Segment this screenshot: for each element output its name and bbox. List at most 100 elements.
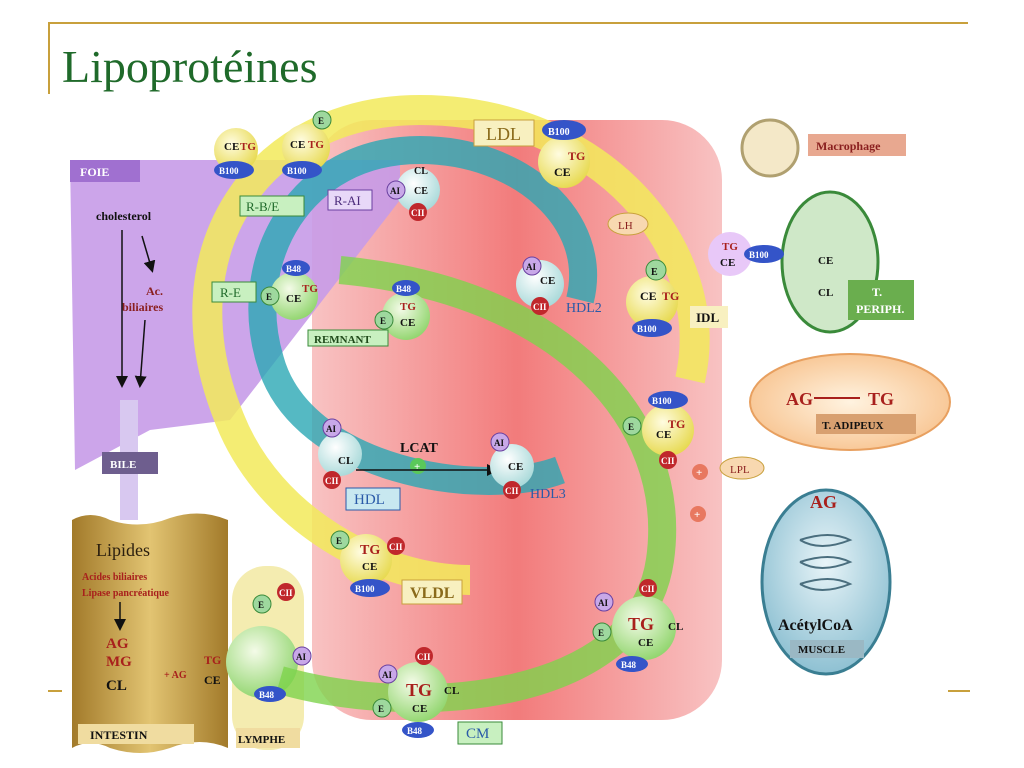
muscle: AG AcétylCoA MUSCLE xyxy=(760,488,892,676)
hdl-cii: CII xyxy=(325,476,339,486)
remnant-cm-e: E xyxy=(266,292,272,302)
vldl-ce: CE xyxy=(362,561,377,573)
lpl-enzyme: LPL + + xyxy=(690,456,765,522)
foie-label: FOIE xyxy=(80,165,109,179)
remnant-cm-ce: CE xyxy=(286,293,301,305)
vldl-new-ce: CE xyxy=(656,429,671,441)
hdl2-ai: AI xyxy=(526,262,536,272)
liver-p1-tg: TG xyxy=(240,141,256,153)
intestin-tg-label: TG xyxy=(204,653,221,667)
ldl-b100: B100 xyxy=(548,127,570,138)
ac-biliaires-label-1: Ac. xyxy=(146,284,163,298)
liver-p2-e: E xyxy=(318,116,324,126)
cm-right-ce: CE xyxy=(638,637,653,649)
remnant-cm-particle: E CE TG B48 xyxy=(260,260,318,320)
cm-label: CM xyxy=(466,726,489,742)
lcat: LCAT + xyxy=(356,441,499,476)
liver-p2-b100: B100 xyxy=(287,166,307,176)
idl-e: E xyxy=(651,267,658,278)
slide-title: Lipoprotéines xyxy=(62,41,318,92)
liver-particle-1: CE TG B100 xyxy=(214,128,258,179)
lh-label: LH xyxy=(618,220,633,232)
t-periph: T. PERIPH. xyxy=(780,190,914,334)
cm-right-ai: AI xyxy=(598,598,608,608)
periph-ldl-tg: TG xyxy=(722,241,738,253)
acides-biliaires-label: Acides biliaires xyxy=(82,572,147,583)
vldl-new-b100: B100 xyxy=(652,396,672,406)
ldl-tg: TG xyxy=(568,149,585,163)
periph-ldl-b100: B100 xyxy=(749,250,769,260)
idl-ce: CE xyxy=(640,289,657,303)
lymph-cii: CII xyxy=(279,588,293,598)
liver-p2-tg: TG xyxy=(308,139,324,151)
vldl-new-particle: B100 E CE TG CII xyxy=(622,391,694,469)
vldl-e: E xyxy=(336,536,342,546)
vldl-tg: TG xyxy=(360,543,380,558)
lipides-label: Lipides xyxy=(96,540,150,560)
lpl-plus-1: + xyxy=(696,467,702,479)
periph-ldl-particle: TG CE B100 CE CL xyxy=(708,232,833,299)
lymph-e: E xyxy=(258,600,264,610)
adipeux-cloud: AG TG T. ADIPEUX xyxy=(749,353,951,451)
cm-ce: CE xyxy=(412,703,427,715)
title-rule xyxy=(48,22,968,24)
bile-duct: BILE xyxy=(102,400,158,520)
cm-right-b48: B48 xyxy=(621,660,637,670)
ldl-particle: B100 TG CE LDL xyxy=(473,119,590,188)
cholesterol-label: cholesterol xyxy=(96,209,152,223)
r-be-label: R-B/E xyxy=(246,199,279,214)
lymph-ai: AI xyxy=(296,652,306,662)
liver-hdl-cl: CL xyxy=(414,166,428,177)
remnant-tg: TG xyxy=(400,301,416,313)
hdl2-cii: CII xyxy=(533,302,547,312)
remnant-ce: CE xyxy=(400,317,415,329)
cm-right-cl: CL xyxy=(668,621,683,633)
cm-right-tg: TG xyxy=(628,614,654,634)
lipase-label: Lipase pancréatique xyxy=(82,588,170,599)
cm-particle: AI E CII TG CL CE B48 CM xyxy=(372,647,503,745)
cm-cii: CII xyxy=(417,652,431,662)
vldl-cii: CII xyxy=(389,542,403,552)
ac-biliaires-label-2: biliaires xyxy=(122,300,163,314)
muscle-label: MUSCLE xyxy=(798,644,845,656)
remnant-particle: E TG CE B48 REMNANT xyxy=(307,280,430,347)
vldl-new-e: E xyxy=(628,422,634,432)
intestin-label: INTESTIN xyxy=(90,728,148,742)
hdl3-particle: AI CE CII HDL3 xyxy=(490,432,566,502)
periph-ce: CE xyxy=(818,255,833,267)
idl-label: IDL xyxy=(696,310,719,325)
lymph-particle-apos: E CII AI B48 xyxy=(252,583,312,702)
cm-ai: AI xyxy=(382,670,392,680)
hdl-particle: AI CL CII HDL xyxy=(318,418,401,511)
r-ai-receptor: R-AI xyxy=(327,189,373,211)
liver-p1-b100: B100 xyxy=(219,166,239,176)
liver-hdl-ai: AI xyxy=(390,186,400,196)
t-adipeux-label: T. ADIPEUX xyxy=(822,420,884,432)
liver-particle-2: E CE TG B100 xyxy=(282,110,332,179)
intestin: Lipides Acides biliaires Lipase pancréat… xyxy=(72,513,228,753)
ldl-ce: CE xyxy=(554,165,571,179)
remnant-e: E xyxy=(380,316,386,326)
ldl-label: LDL xyxy=(486,124,521,144)
hdl3-label: HDL3 xyxy=(530,487,566,502)
lcat-label: LCAT xyxy=(400,441,439,456)
cm-tg: TG xyxy=(406,680,432,700)
remnant-b48: B48 xyxy=(396,284,412,294)
vldl-new-cii: CII xyxy=(661,456,675,466)
lpl-label: LPL xyxy=(730,464,750,476)
macrophage-label: Macrophage xyxy=(816,139,881,153)
cm-e: E xyxy=(378,704,384,714)
vldl-label: VLDL xyxy=(410,585,454,602)
lymphe-label: LYMPHE xyxy=(238,734,285,746)
liver-p1-ce: CE xyxy=(224,141,239,153)
hdl3-ce: CE xyxy=(508,461,523,473)
liver-hdl-ce: CE xyxy=(414,186,428,197)
intestin-ag-label: AG xyxy=(106,636,129,652)
hdl-cl: CL xyxy=(338,455,353,467)
r-be-receptor: R-B/E xyxy=(239,195,305,217)
lcat-plus: + xyxy=(414,461,420,473)
hdl3-ai: AI xyxy=(494,438,504,448)
idl-particle: E B100 CE TG IDL xyxy=(626,259,728,337)
intestin-mg-label: MG xyxy=(106,654,132,670)
bile-label: BILE xyxy=(110,459,136,471)
